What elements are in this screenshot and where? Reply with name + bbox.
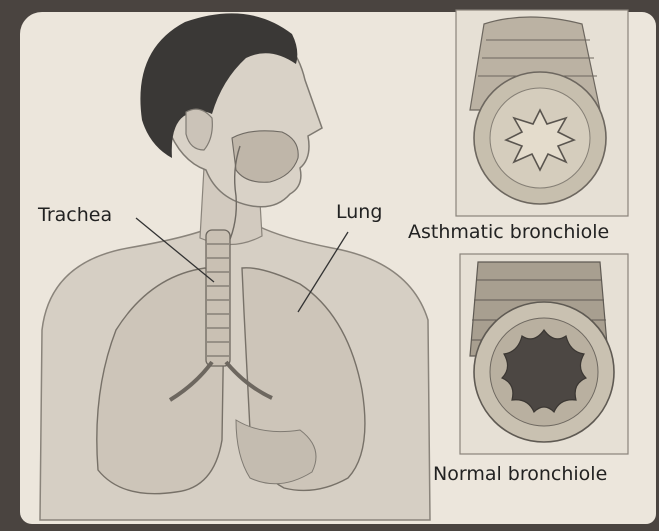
label-lung: Lung xyxy=(336,203,382,222)
label-trachea: Trachea xyxy=(38,206,112,225)
asthmatic-bronchiole-illustration xyxy=(456,10,628,216)
ear-shape xyxy=(186,109,212,150)
label-asthmatic-bronchiole: Asthmatic bronchiole xyxy=(408,223,609,242)
normal-bronchiole-illustration xyxy=(460,254,628,454)
label-normal-bronchiole: Normal bronchiole xyxy=(433,465,607,484)
trachea-tube xyxy=(206,230,230,366)
